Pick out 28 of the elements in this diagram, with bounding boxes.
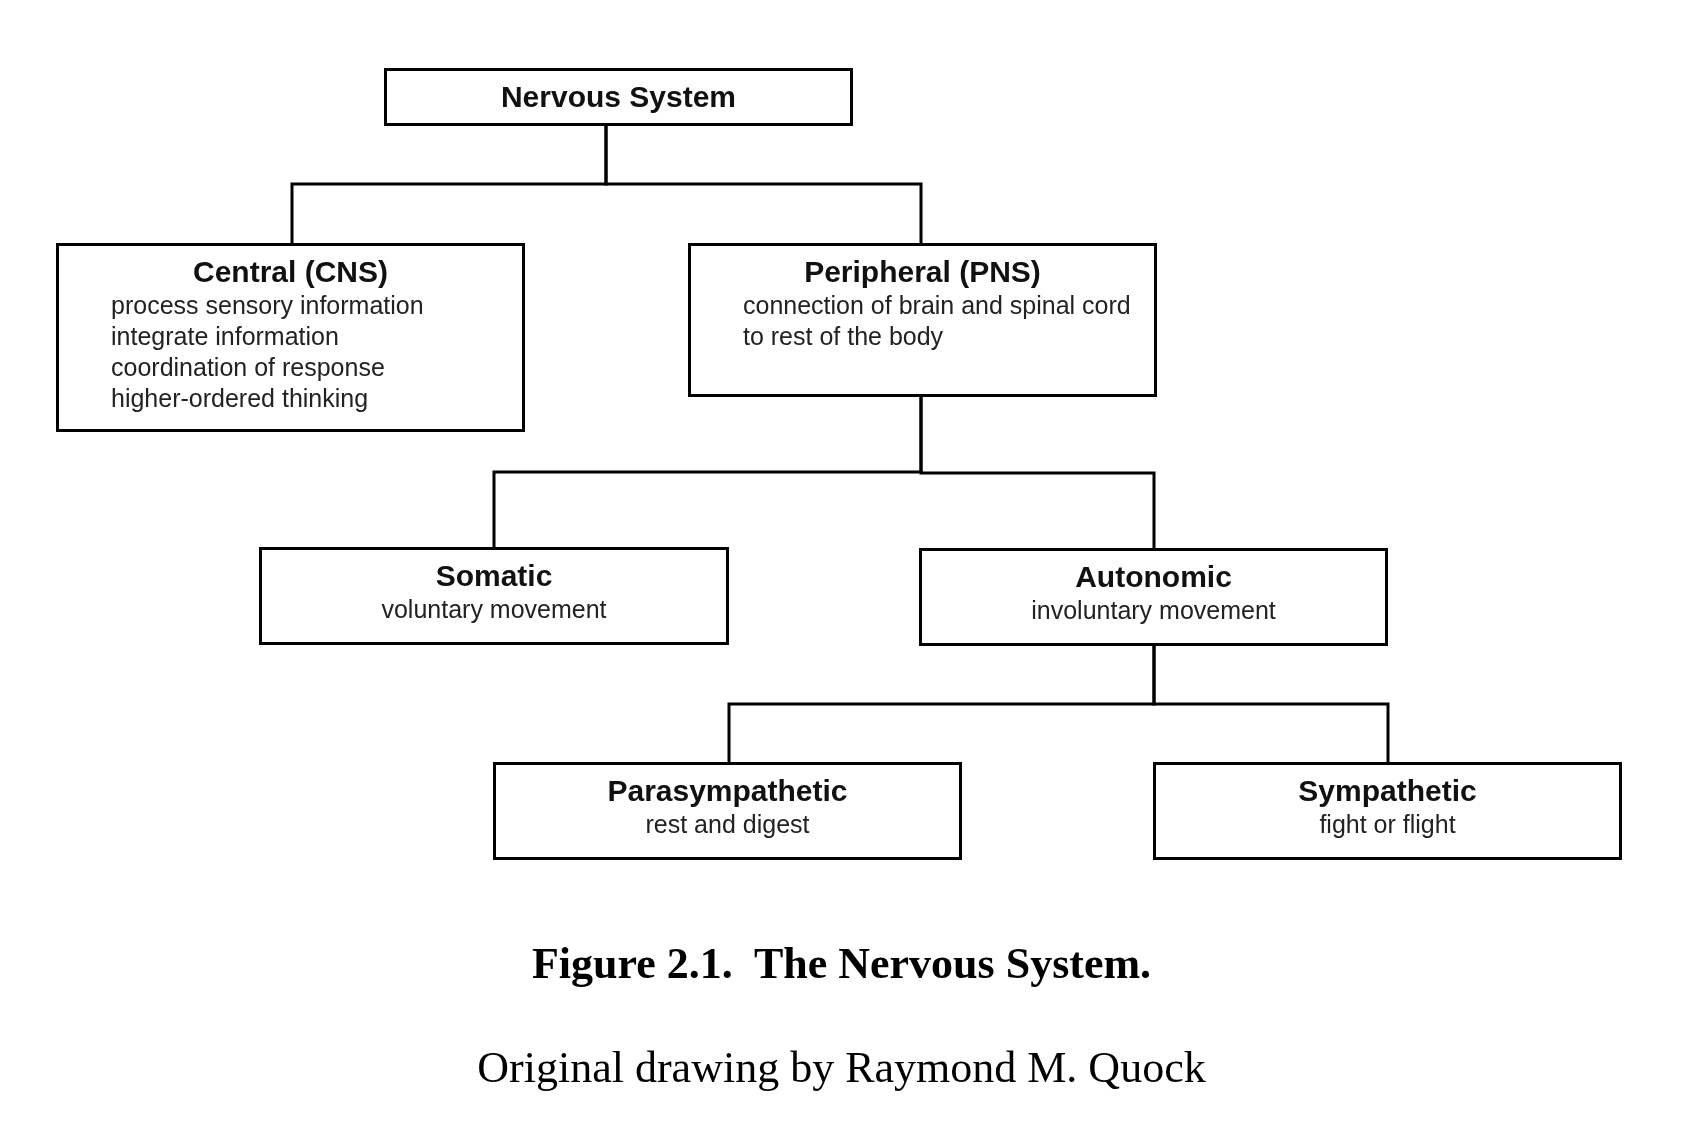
node-description: voluntary movement: [381, 594, 607, 625]
node-title: Autonomic: [1075, 559, 1232, 595]
node-description: involuntary movement: [1031, 595, 1276, 626]
node-title: Central (CNS): [193, 254, 388, 290]
node-description: higher-ordered thinking: [111, 383, 369, 414]
node-description: coordination of response: [111, 352, 385, 383]
category-box: [688, 243, 1157, 397]
node-title: Parasympathetic: [607, 773, 848, 809]
node-description: rest and digest: [645, 809, 810, 840]
category-box: [56, 243, 525, 432]
node-description: connection of brain and spinal cord to rest of the body: [743, 290, 1132, 352]
division-box: [919, 548, 1388, 646]
node-description: fight or flight: [1319, 809, 1456, 840]
connector-line: [1152, 646, 1390, 762]
connector-line: [919, 397, 1156, 548]
connector-line: [604, 126, 923, 243]
node-title: Peripheral (PNS): [804, 254, 1041, 290]
node-description: process sensory information: [111, 290, 424, 321]
node-description: integrate information: [111, 321, 339, 352]
node-title: Nervous System: [500, 79, 737, 115]
branch-box: [1153, 762, 1622, 860]
figure-caption: Figure 2.1. The Nervous System.: [530, 938, 1153, 989]
branch-box: [493, 762, 962, 860]
node-title: Sympathetic: [1298, 773, 1477, 809]
root-box: [384, 68, 853, 126]
node-title: Somatic: [435, 558, 553, 594]
credit-text: Original drawing by Raymond M. Quock: [476, 1042, 1207, 1093]
division-box: [259, 547, 729, 645]
